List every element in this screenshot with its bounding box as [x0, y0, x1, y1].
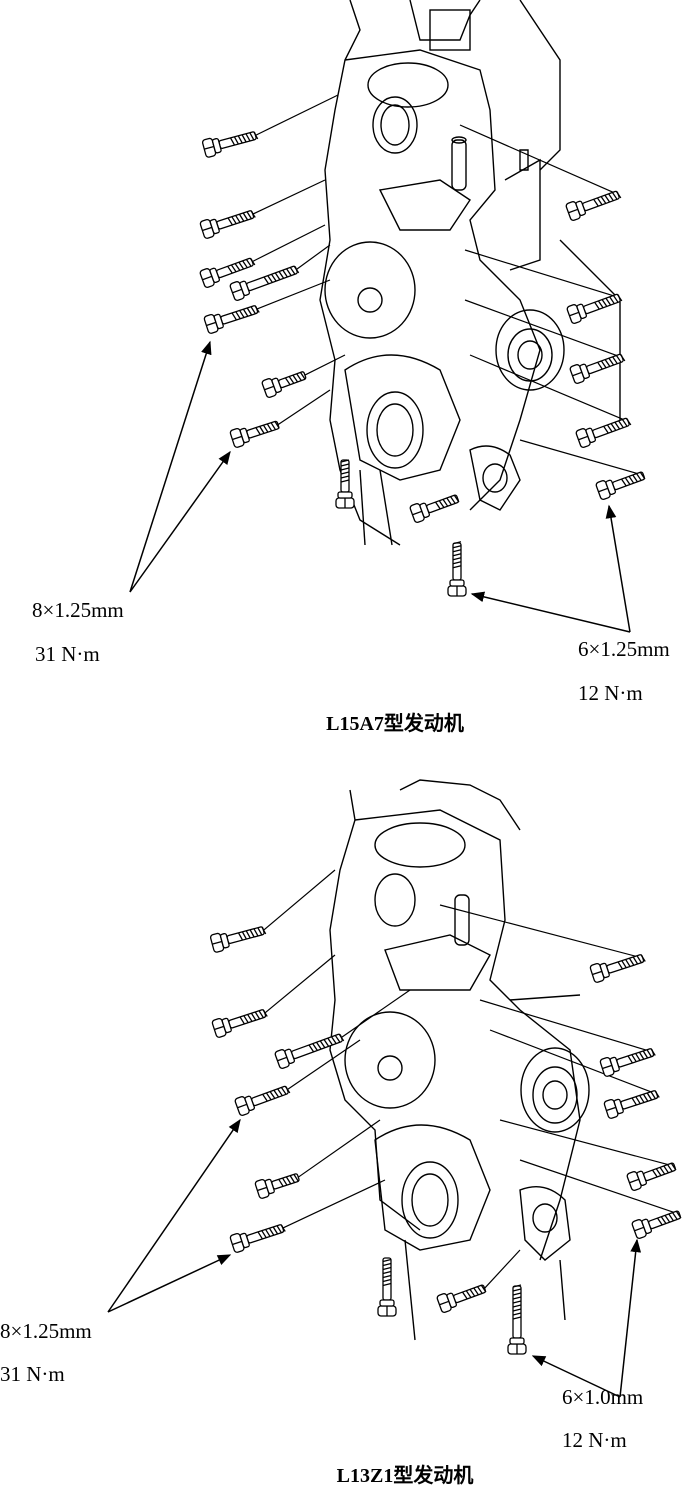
right-bolt-torque-1: 12 N·m [578, 681, 643, 705]
flange-bolt-24 [507, 1284, 527, 1355]
figure-title-2: L13Z1型发动机 [336, 1465, 474, 1487]
flange-bolt-21 [229, 1224, 286, 1253]
arrow-left-2 [129, 450, 231, 593]
flange-bolt-23 [436, 1284, 487, 1313]
flange-bolt-8 [409, 494, 460, 523]
flange-bolt-19 [234, 1085, 291, 1116]
flange-bolt-14 [575, 417, 632, 448]
right-bolt-size-1: 6×1.25mm [578, 637, 670, 661]
figure-title-1: L15A7型发动机 [326, 713, 464, 735]
leader-line [296, 244, 331, 270]
flange-bolt-12 [566, 293, 623, 324]
leader-line [252, 224, 326, 263]
leader-line [519, 439, 644, 476]
arrow-right-4 [531, 1355, 621, 1398]
flange-bolt-13 [569, 353, 626, 384]
flange-bolt-22 [377, 1257, 397, 1317]
flange-bolt-9 [335, 459, 355, 509]
leader-line [297, 1119, 381, 1178]
leader-line [282, 1179, 386, 1229]
flange-bolt-4 [229, 265, 300, 301]
engine-l13z1-drawing [329, 779, 590, 1341]
flange-bolt-1 [201, 131, 259, 158]
right-bolt-size-2: 6×1.0mm [562, 1385, 644, 1409]
arrow-right-3 [619, 1238, 642, 1398]
leader-line [489, 1029, 658, 1095]
flange-bolt-10 [447, 541, 467, 597]
leader-line [519, 1159, 680, 1215]
leader-line [255, 94, 339, 136]
left-bolt-size-1: 8×1.25mm [32, 598, 124, 622]
flange-bolt-25 [589, 954, 646, 983]
leader-line [479, 999, 653, 1053]
leader-line [286, 1039, 361, 1091]
arrow-right-2 [470, 591, 631, 633]
flange-bolt-26 [599, 1048, 656, 1077]
leader-line [499, 1119, 675, 1167]
arrow-right-1 [605, 504, 631, 633]
leader-line [469, 354, 629, 423]
flange-bolt-3 [199, 257, 256, 288]
flange-bolt-6 [261, 371, 307, 398]
engine-l15a7-drawing [319, 0, 621, 546]
flange-bolt-7 [229, 420, 280, 448]
left-bolt-size-2: 8×1.25mm [0, 1319, 92, 1343]
leader-line [256, 279, 331, 310]
arrow-left-1 [129, 340, 212, 593]
left-bolt-torque-1: 31 N·m [35, 642, 100, 666]
leader-line [264, 954, 336, 1014]
arrow-left-4 [107, 1254, 232, 1313]
bolts [199, 131, 682, 1355]
leader-line [252, 179, 326, 215]
leader-line [459, 124, 619, 196]
flange-bolt-29 [631, 1210, 682, 1239]
leader-line [439, 904, 643, 959]
leader-line [277, 389, 331, 426]
flange-bolt-28 [626, 1162, 677, 1191]
leader-line [464, 249, 620, 299]
flange-bolt-15 [595, 471, 646, 500]
leader-line [341, 989, 411, 1038]
left-bolt-torque-2: 31 N·m [0, 1362, 65, 1386]
flange-bolt-5 [203, 305, 260, 334]
leader-line [484, 1249, 521, 1289]
flange-bolt-27 [603, 1090, 660, 1119]
arrow-left-3 [107, 1118, 241, 1313]
leader-line [464, 299, 623, 359]
leader-line [304, 354, 346, 376]
flange-bolt-20 [254, 1173, 300, 1199]
flange-bolt-11 [565, 190, 622, 221]
flange-bolt-17 [211, 1009, 268, 1038]
right-bolt-torque-2: 12 N·m [562, 1428, 627, 1452]
flange-bolt-18 [274, 1033, 345, 1069]
flange-bolt-16 [209, 926, 267, 953]
callout-arrows [107, 340, 642, 1398]
flange-bolt-2 [199, 210, 256, 239]
bolt-leader-lines [252, 94, 680, 1289]
leader-line [263, 869, 336, 931]
